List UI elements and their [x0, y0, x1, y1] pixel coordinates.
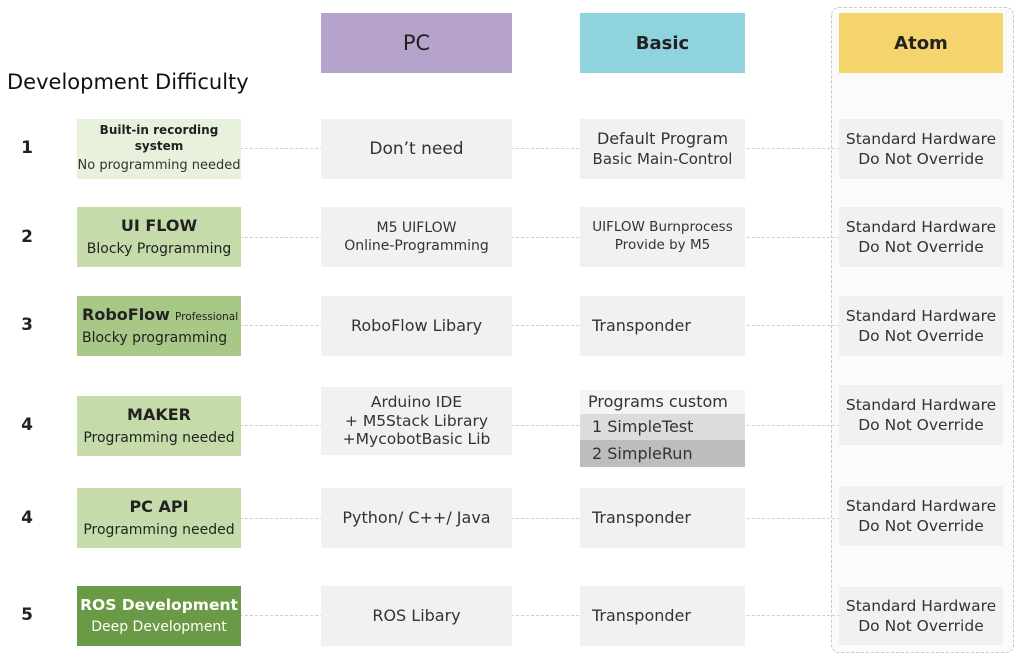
atom-cell-line: Standard Hardware — [845, 596, 997, 615]
basic-cell: Transponder — [580, 488, 745, 548]
pc-cell-line: +MycobotBasic Lib — [342, 430, 491, 449]
row-connector — [240, 615, 840, 616]
level-title: MAKER — [127, 405, 191, 424]
pc-cell-line: M5 UIFLOW — [376, 219, 457, 236]
level-title: Built-in recording system — [99, 123, 219, 154]
difficulty-number: 2 — [21, 227, 33, 247]
pc-cell: ROS Libary — [321, 586, 512, 646]
level-box: ROS Development Deep Development — [77, 586, 241, 646]
level-box: RoboFlow Professional Blocky programming — [77, 296, 241, 356]
pc-cell: M5 UIFLOW Online-Programming — [321, 207, 512, 267]
level-box: MAKER Programming needed — [77, 396, 241, 456]
basic-cell-option: 2 SimpleRun — [580, 440, 745, 467]
atom-cell-line: Standard Hardware — [845, 129, 997, 148]
row-connector — [240, 518, 840, 519]
level-title: RoboFlow — [82, 304, 170, 324]
diagram-title: Development Difficulty — [7, 70, 249, 94]
level-subtitle: Blocky Programming — [86, 240, 232, 257]
level-title: PC API — [129, 497, 189, 516]
basic-cell-header: Programs custom — [580, 390, 745, 414]
atom-cell-line: Do Not Override — [858, 327, 984, 345]
difficulty-number: 5 — [21, 605, 33, 625]
row-connector — [240, 237, 840, 238]
pc-cell: Python/ C++/ Java — [321, 488, 512, 548]
level-box: Built-in recording system No programming… — [77, 119, 241, 179]
atom-cell-line: Do Not Override — [858, 517, 984, 535]
atom-cell-line: Standard Hardware — [845, 496, 997, 515]
basic-cell: Default Program Basic Main-Control — [580, 119, 745, 179]
level-subtitle: Blocky programming — [82, 330, 228, 347]
pc-cell-line: RoboFlow Libary — [350, 315, 483, 335]
basic-cell: Transponder — [580, 586, 745, 646]
pc-cell-line: Python/ C++/ Java — [342, 507, 491, 527]
pc-cell-line: Online-Programming — [344, 238, 489, 254]
basic-cell-line: Transponder — [592, 315, 691, 335]
basic-cell: Transponder — [580, 296, 745, 356]
basic-column-header: Basic — [580, 13, 745, 73]
row-connector — [240, 148, 840, 149]
row-connector — [240, 425, 840, 426]
atom-cell-line: Do Not Override — [858, 617, 984, 635]
atom-cell: Standard Hardware Do Not Override — [839, 207, 1003, 267]
atom-cell-line: Do Not Override — [858, 150, 984, 168]
atom-cell: Standard Hardware Do Not Override — [839, 486, 1003, 546]
atom-cell-line: Standard Hardware — [845, 217, 997, 236]
difficulty-number: 4 — [21, 508, 33, 528]
difficulty-number: 3 — [21, 315, 33, 335]
pc-cell: Don’t need — [321, 119, 512, 179]
basic-cell-line: Transponder — [592, 507, 691, 527]
atom-cell: Standard Hardware Do Not Override — [839, 587, 1003, 645]
basic-cell-line: Basic Main-Control — [592, 149, 733, 168]
level-title-suffix: Professional — [175, 310, 239, 323]
atom-cell: Standard Hardware Do Not Override — [839, 296, 1003, 356]
difficulty-number: 4 — [21, 415, 33, 435]
basic-cell-line: Default Program — [596, 128, 729, 148]
basic-cell: UIFLOW Burnprocess Provide by M5 — [580, 207, 745, 267]
atom-cell: Standard Hardware Do Not Override — [839, 385, 1003, 445]
level-box: UI FLOW Blocky Programming — [77, 207, 241, 267]
basic-cell-line: UIFLOW Burnprocess — [592, 219, 733, 236]
atom-cell-line: Do Not Override — [858, 238, 984, 256]
atom-cell-line: Standard Hardware — [845, 395, 997, 414]
pc-column-header: PC — [321, 13, 512, 73]
atom-cell-line: Standard Hardware — [845, 306, 997, 325]
level-title: ROS Development — [80, 596, 238, 615]
pc-cell: Arduino IDE + M5Stack Library +MycobotBa… — [321, 387, 512, 455]
level-subtitle: Programming needed — [83, 429, 235, 446]
level-subtitle: Deep Development — [91, 619, 227, 636]
pc-cell-line: Don’t need — [369, 138, 464, 159]
atom-column-header: Atom — [839, 13, 1003, 73]
level-box: PC API Programming needed — [77, 488, 241, 548]
basic-cell-line: Transponder — [592, 605, 691, 625]
level-subtitle: No programming needed — [77, 157, 241, 173]
basic-cell-line: Provide by M5 — [614, 237, 711, 253]
difficulty-number: 1 — [21, 138, 33, 158]
pc-cell-line: + M5Stack Library — [344, 411, 489, 430]
level-title: UI FLOW — [120, 216, 198, 235]
basic-cell-option: 1 SimpleTest — [580, 414, 745, 440]
level-subtitle: Programming needed — [83, 521, 235, 538]
atom-cell: Standard Hardware Do Not Override — [839, 119, 1003, 179]
atom-cell-line: Do Not Override — [858, 416, 984, 434]
row-connector — [240, 325, 840, 326]
pc-cell: RoboFlow Libary — [321, 296, 512, 356]
pc-cell-line: ROS Libary — [372, 605, 461, 625]
pc-cell-line: Arduino IDE — [370, 393, 463, 412]
